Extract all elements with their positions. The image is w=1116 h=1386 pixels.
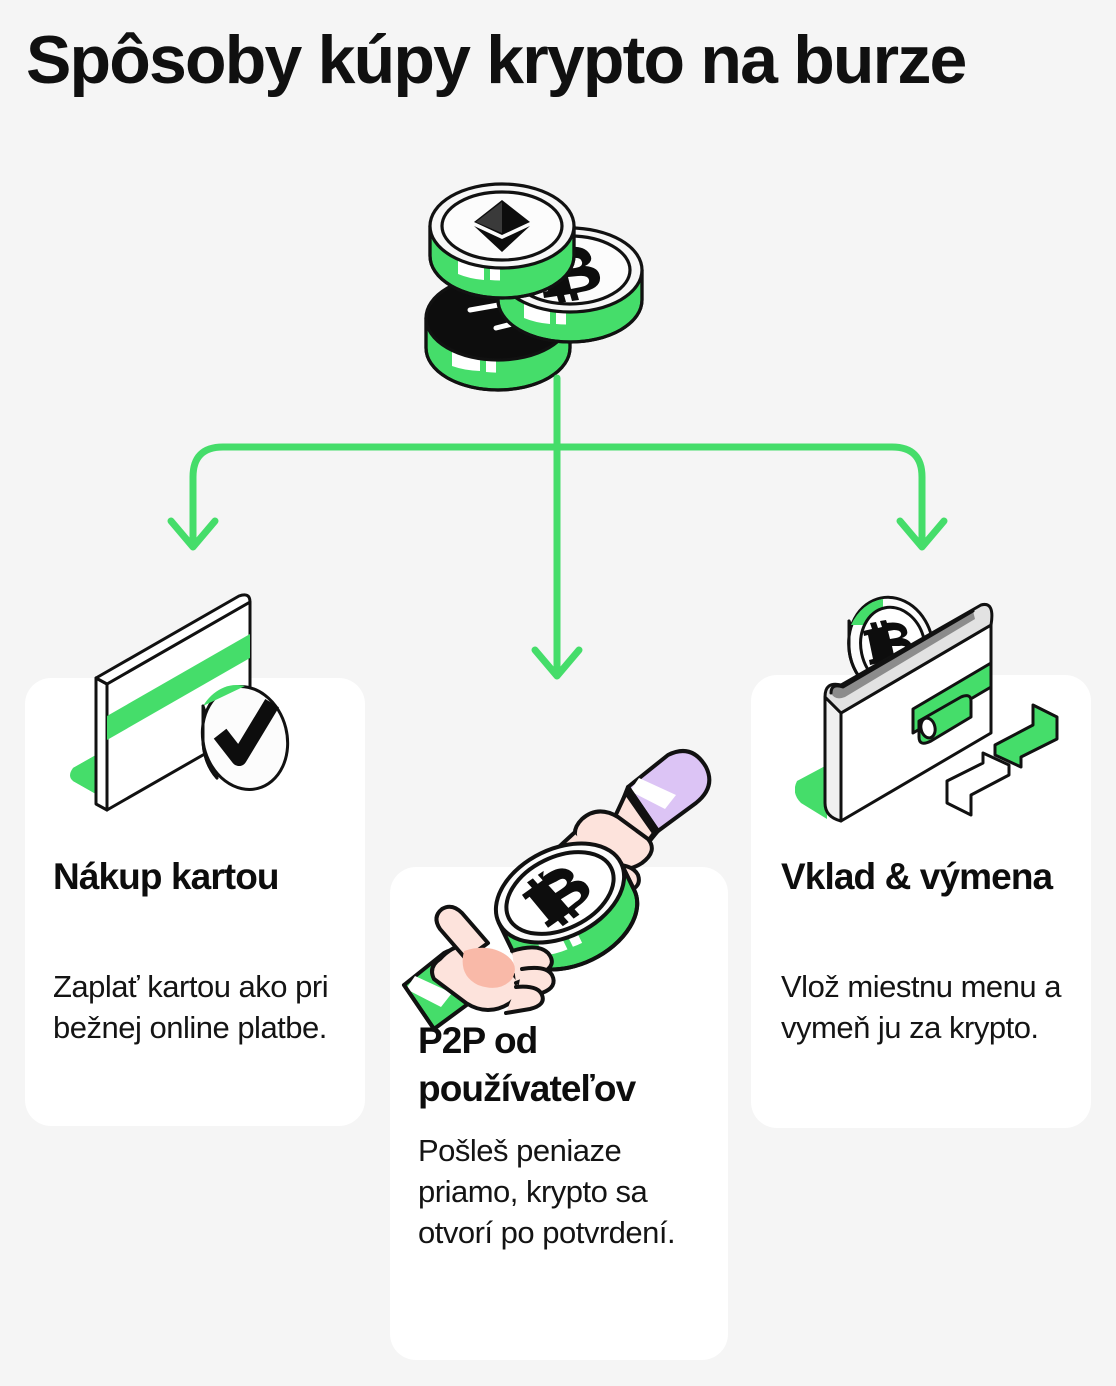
arrowhead-left [167,517,219,551]
coin-ethereum [428,182,576,300]
check-coin [200,684,290,791]
hero-crypto-coins-illustration [412,158,712,403]
wallet-exchange-illustration [794,585,1070,835]
card-title: Vklad & výmena [781,856,1053,897]
arrowhead-middle [531,646,583,680]
payment-card-illustration [55,588,310,823]
exchange-arrows [945,703,1059,817]
card-title: Nákup kartou [53,856,280,897]
p2p-hands-illustration [396,735,736,1035]
arrowhead-right [896,517,948,551]
page-title: Spôsoby kúpy krypto na burze [26,22,967,98]
card-body: Pošleš peniaze priamo, krypto sa otvorí … [418,1133,676,1250]
bitcoin-exchange-coin [493,841,640,972]
ethereum-glyph [474,200,530,252]
card-body: Vlož miestnu menu a vymeň ju za krypto. [781,969,1061,1045]
card-body: Zaplať kartou ako pri bežnej online plat… [53,969,329,1045]
bitcoin-glyph [521,868,590,928]
card-nakup-kartou[interactable]: Nákup kartou Zaplať kartou ako pri bežne… [25,678,365,1126]
open-hand [402,904,556,1031]
